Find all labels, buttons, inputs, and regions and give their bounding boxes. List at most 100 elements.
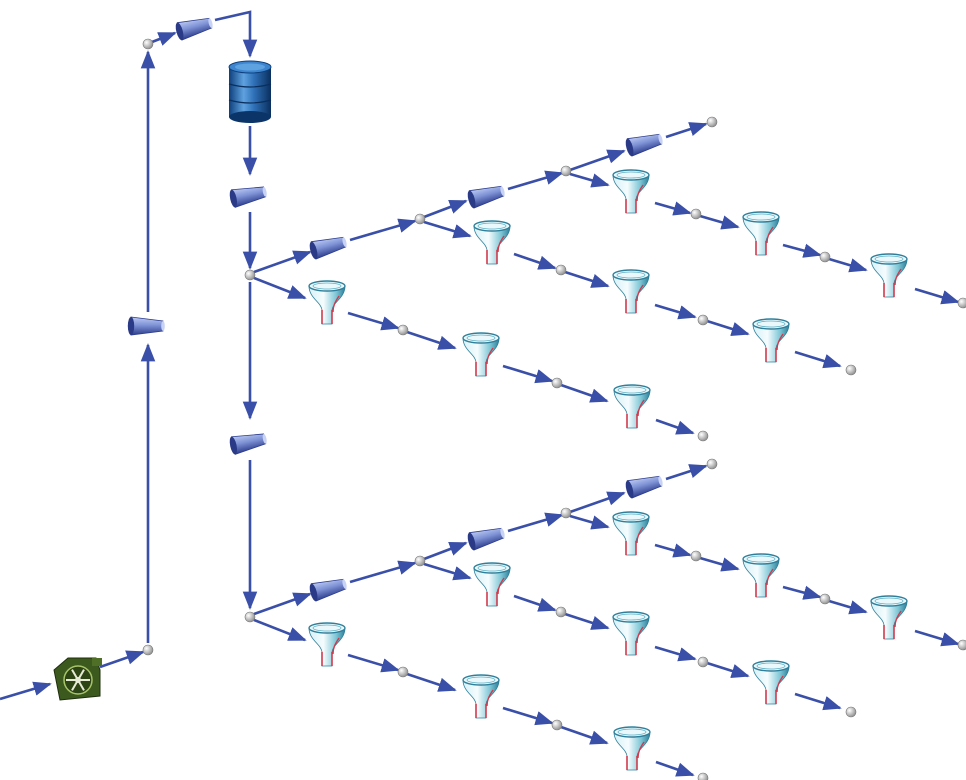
pipe-segment [502,706,554,726]
junction-node-icon [397,324,409,336]
funnel-hopper-icon [870,595,908,640]
pipe-segment [253,276,307,300]
reducer-icon [309,236,347,260]
funnel-hopper-icon [462,332,500,377]
inlet-pipe [0,681,52,701]
pipe-layer [0,10,960,777]
pipe-segment [347,311,400,331]
junction-node-icon [244,269,256,281]
pipe-segment [914,629,960,647]
pipe-segment [406,672,457,692]
junction-node-icon [397,666,409,678]
pipe-segment [828,599,868,615]
junction-node-icon [819,593,831,605]
junction-node-icon [414,555,426,567]
pipe-segment [654,543,692,558]
funnel-hopper-icon [462,674,500,719]
pipe-segment [665,122,708,139]
pipe-segment [794,350,842,369]
pipe-segment [569,491,626,514]
junction-node-icon [845,706,857,718]
funnel-hopper-icon [612,269,650,314]
junction-node-icon [244,611,256,623]
pipe-segment [406,330,457,350]
pipe-segment [699,214,740,230]
pipe-segment [782,585,822,600]
funnel-hopper-icon [612,169,650,214]
funnel-hopper-icon [308,622,346,667]
pipe-segment [507,170,564,191]
pipe-segment [654,645,697,662]
reducer-icon [467,527,505,551]
tank-icon [228,60,272,123]
pipe-segment [569,514,610,530]
pipe-segment [706,661,750,678]
funnel-hopper-icon [473,562,511,607]
funnel-hopper-icon [870,253,908,298]
junction-node-icon [845,364,857,376]
pipe-segment [699,556,740,572]
reducer-icon [467,185,505,209]
funnel-hopper-icon [308,280,346,325]
pipe-segment [513,252,557,270]
pipe-segment [569,149,626,172]
funnel-hopper-icon [473,220,511,265]
component-layer [53,17,966,780]
pipe-segment [253,618,307,642]
funnel-hopper-icon [742,553,780,598]
pipe-segment [349,218,417,242]
junction-node-icon [706,458,718,470]
junction-node-icon [414,213,426,225]
pipe-segment [507,512,564,533]
pipe-segment [560,383,609,403]
reducer-icon [625,475,663,499]
pipe-segment [828,257,868,273]
funnel-hopper-icon [742,211,780,256]
funnel-hopper-icon [752,660,790,705]
reducer-icon [309,578,347,602]
pipe-segment [423,199,468,219]
pipe-segment [655,418,695,435]
pipe-segment [654,303,697,320]
funnel-hopper-icon [752,318,790,363]
pipe-segment [99,650,145,669]
pipe-segment [665,464,708,481]
pipe-segment [706,319,750,336]
junction-node-icon [697,314,709,326]
pipe-segment [151,31,177,46]
pipe-segment [423,541,468,561]
reducer-icon [625,133,663,157]
reducer-icon [127,316,165,336]
junction-node-icon [560,507,572,519]
junction-node-icon [690,550,702,562]
funnel-hopper-icon [613,384,651,429]
junction-node-icon [819,251,831,263]
junction-node-icon [142,38,154,50]
pipe-segment [564,270,610,288]
junction-node-icon [697,656,709,668]
pipe-segment [654,201,692,216]
pipe-segment [423,220,472,239]
pipe-segment [564,612,610,630]
junction-node-icon [697,772,709,780]
pump-icon [53,657,102,701]
junction-node-icon [560,165,572,177]
pipe-segment [502,364,554,384]
funnel-hopper-icon [612,611,650,656]
funnel-hopper-icon [613,726,651,771]
pipe-segment [569,172,610,188]
reducer-icon [229,186,267,208]
reducer-icon [229,433,267,455]
junction-node-icon [555,606,567,618]
junction-node-icon [690,208,702,220]
pipe-segment [423,562,472,581]
pipe-segment [513,594,557,612]
junction-node-icon [706,116,718,128]
pipe-segment [560,725,609,745]
junction-node-icon [142,644,154,656]
funnel-hopper-icon [612,511,650,556]
pipe-segment [655,760,695,777]
reducer-icon [175,17,213,41]
pipe-to-tank [214,10,258,58]
